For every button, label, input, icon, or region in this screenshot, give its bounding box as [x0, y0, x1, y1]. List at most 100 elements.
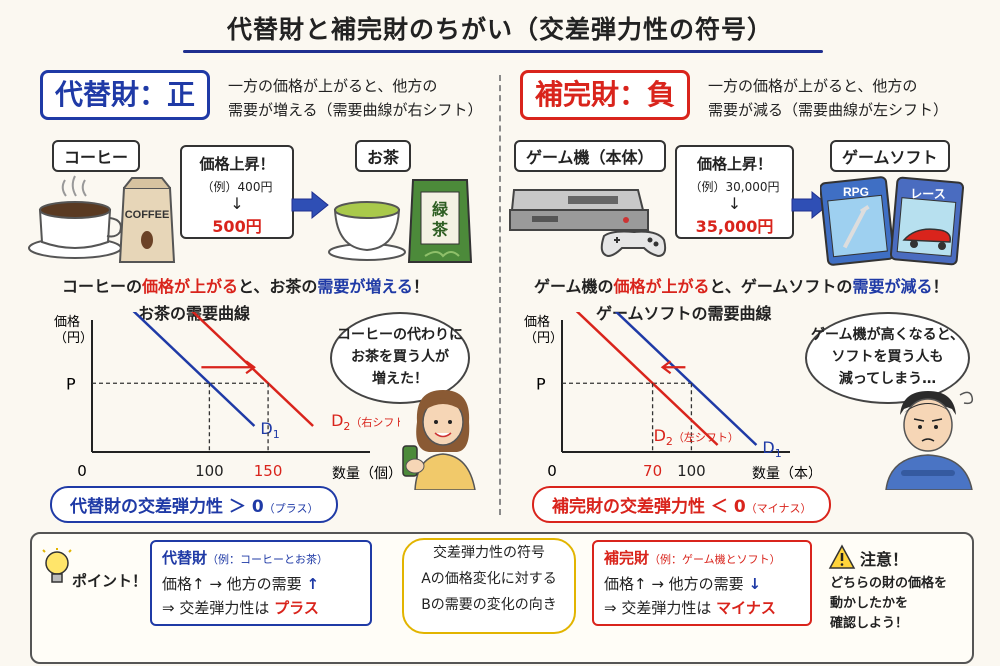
note-line: どちらの財の価格を [830, 576, 948, 591]
rpg-game-card-icon [820, 176, 895, 266]
sign-definition-line2: Bの需要の変化の向き [421, 597, 557, 613]
summary-sub-line2: ⇒ 交差弾力性は [162, 599, 270, 617]
y-axis-label: （円） [54, 331, 93, 346]
coffee-illustration: COFFEE [28, 175, 176, 263]
caption-part: ゲーム機の [534, 277, 614, 296]
shift-arrow-head [245, 360, 256, 375]
caption-price-up: 価格が上がる [142, 277, 239, 296]
tea-illustration: 緑茶 [328, 179, 473, 263]
substitute-result-main: 代替財の交差弾力性 ＞ 0 [70, 497, 264, 517]
price-after: 500円 [212, 217, 262, 236]
bubble-line: お茶を買う人が [351, 349, 449, 365]
demand-curve-d1 [614, 312, 758, 446]
series-label-d1: D1 [762, 438, 781, 460]
caption-part: ！ [932, 277, 949, 296]
down-arrow-icon: ↓ [748, 575, 762, 593]
tick-label: 70 [643, 462, 662, 480]
substitute-result-sub: （プラス） [263, 502, 319, 515]
shift-arrow-head [660, 360, 672, 375]
demand-curve-d1 [132, 312, 256, 427]
substitute-tag: 代替財：正 [40, 70, 211, 120]
tea-bag-char-2: 茶 [431, 220, 449, 239]
up-arrow-icon: ↑ [306, 575, 320, 593]
complement-thought-bubble: ゲーム機が高くなると、 ソフトを買う人も 減ってしまう… [805, 312, 970, 404]
price-rise-label: 価格上昇！ [199, 155, 275, 173]
summary-plus: プラス [274, 599, 319, 617]
racing-card-text: レース [910, 187, 945, 201]
bubble-line: 増えた！ [372, 371, 428, 387]
tick-label: 100 [677, 462, 706, 480]
complement-caption: ゲーム機の価格が上がると、ゲームソフトの需要が減る！ [534, 273, 948, 297]
down-arrow-icon: ↓ [230, 194, 244, 213]
note-head: 注意！ [860, 550, 909, 569]
summary-sub-line1: 価格↑ → 他方の需要 [162, 575, 302, 593]
caption-demand-up: 需要が増える [317, 277, 413, 296]
complement-desc-1: 一方の価格が上がると、他方の [708, 77, 918, 95]
caption-demand-down: 需要が減る [852, 277, 933, 296]
tea-cup-icon [328, 201, 406, 261]
right-arrow-icon [791, 190, 829, 220]
bubble-line: ゲーム機が高くなると、 [810, 327, 965, 343]
rpg-card-text: RPG [843, 185, 869, 199]
x-axis-label: 数量（本） [752, 466, 812, 482]
note-body: どちらの財の価格を 動かしたかを 確認しよう！ [830, 574, 947, 634]
game-software-label: ゲームソフト [830, 140, 950, 172]
sign-definition-title: 交差弾力性の符号 [433, 545, 545, 561]
summary-comp-head: 補完財 [604, 549, 650, 567]
coffee-label: コーヒー [52, 140, 141, 172]
summary-sub-example: （例：コーヒーとお茶） [207, 553, 329, 566]
y-axis-label: 価格 [54, 314, 80, 330]
origin-label: 0 [77, 462, 87, 480]
y-axis-label: 価格 [524, 314, 550, 330]
caption-part: ！ [412, 277, 429, 296]
complement-desc-2: 需要が減る（需要曲線が左シフト） [708, 101, 949, 119]
worried-man-icon [885, 391, 974, 490]
complement-result-sub: （マイナス） [745, 502, 812, 515]
complement-price-box: 価格上昇！ （例）30,000円 ↓ 35,000円 [675, 145, 794, 239]
tick-label: 100 [195, 462, 224, 480]
caption-part: と、お茶の [238, 277, 318, 296]
page-title: 代替財と補完財のちがい（交差弾力性の符号） [226, 15, 773, 44]
substitute-price-box: 価格上昇！ （例）400円 ↓ 500円 [180, 145, 294, 239]
y-axis-label: （円） [524, 331, 563, 346]
sign-definition-box: 交差弾力性の符号 Aの価格変化に対する Bの需要の変化の向き [402, 538, 576, 634]
racing-game-card-icon [889, 176, 965, 266]
summary-minus: マイナス [716, 599, 776, 617]
sign-definition-line1: Aの価格変化に対する [421, 571, 557, 587]
game-software-illustration: RPG レース [820, 176, 965, 266]
title-underline [183, 50, 823, 53]
smiling-woman-icon [402, 390, 476, 490]
coffee-bag-icon [118, 177, 176, 263]
center-divider [499, 75, 501, 515]
woman-with-tea-illustration [402, 390, 476, 490]
tea-label: お茶 [355, 140, 412, 172]
substitute-desc-1: 一方の価格が上がると、他方の [228, 77, 438, 95]
tea-demand-chart: 価格（円） 0 P D1 D2（右シフト） 100 150 数量（個） [54, 312, 400, 482]
substitute-caption: コーヒーの価格が上がると、お茶の需要が増える！ [62, 273, 429, 297]
worried-man-illustration [885, 391, 974, 490]
coffee-bag-text: COFFEE [125, 209, 170, 221]
series-label-d2: D2（右シフト） [331, 411, 400, 433]
substitute-thought-bubble: コーヒーの代わりに お茶を買う人が 増えた！ [330, 312, 470, 404]
summary-comp-example: （例：ゲーム機とソフト） [649, 553, 781, 566]
price-rise-label: 価格上昇！ [696, 155, 772, 173]
price-before: （例）400円 [201, 180, 273, 194]
down-arrow-icon: ↓ [727, 194, 742, 213]
price-after: 35,000円 [695, 217, 774, 236]
price-level-label: P [66, 374, 76, 393]
complement-result-main: 補完財の交差弾力性 ＜ 0 [552, 497, 746, 517]
tick-label: 150 [254, 462, 283, 480]
warning-icon [828, 544, 856, 569]
complement-result: 補完財の交差弾力性 ＜ 0（マイナス） [532, 486, 832, 523]
summary-sub-head: 代替財 [162, 549, 208, 567]
x-axis-label: 数量（個） [332, 466, 400, 482]
tea-bag-text: 緑茶 [431, 200, 449, 239]
note-line: 確認しよう！ [830, 616, 909, 631]
game-controller-icon [600, 230, 667, 258]
summary-comp-line1: 価格↑ → 他方の需要 [604, 575, 744, 593]
series-label-d1: D1 [260, 419, 279, 441]
console-label: ゲーム機（本体） [514, 140, 666, 172]
chart-title-software: ゲームソフトの需要曲線 [596, 304, 772, 323]
coffee-cup-icon [28, 175, 122, 259]
